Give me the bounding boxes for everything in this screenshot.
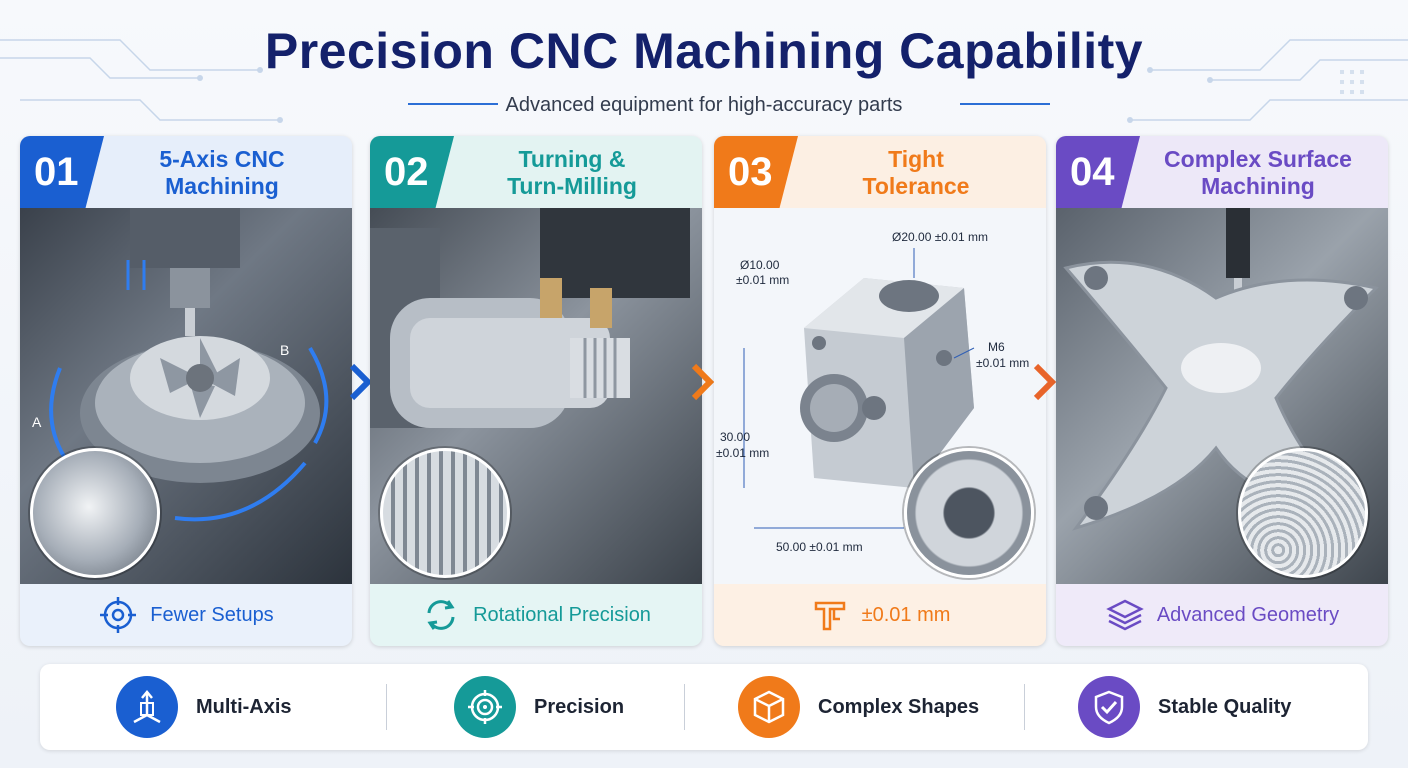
lathe-illustration [370,208,690,428]
feature-label: Stable Quality [1158,695,1292,718]
card-footer: Fewer Setups [20,584,352,646]
dimension-h30-tolerance: ±0.01 mm [716,446,770,460]
feature-stable-quality: Stable Quality [1078,664,1291,750]
detail-magnifier [380,448,510,578]
card-title: Turning & Turn-Milling [452,146,692,200]
card-title-line2: Machining [165,173,279,199]
machining-photo: A B [20,208,352,584]
card-title: Tight Tolerance [796,146,1036,200]
card-title-line2: Machining [1201,173,1315,199]
chevron-right-icon [1033,363,1057,401]
card-footer: ±0.01 mm [714,584,1046,646]
5-axis-machine-illustration: A B [32,208,329,522]
card-title: 5-Axis CNC Machining [102,146,342,200]
card-header: 04 Complex Surface Machining [1056,136,1388,208]
card-title-line1: Complex Surface [1164,146,1352,172]
feature-divider [1024,684,1025,730]
card-title-line2: Turn-Milling [507,173,637,199]
feature-multi-axis: Multi-Axis [116,664,292,750]
dimension-d20: Ø20.00 ±0.01 mm [892,230,988,244]
feature-divider [684,684,685,730]
card-footer-label: ±0.01 mm [861,603,951,626]
axis-label-b: B [280,342,289,358]
turning-photo [370,208,702,584]
axis-label-a: A [32,414,42,430]
target-icon [100,597,137,633]
card-footer-label: Rotational Precision [473,603,651,626]
card-footer: Advanced Geometry [1056,584,1388,646]
card-footer-label: Advanced Geometry [1156,603,1340,626]
page-title: Precision CNC Machining Capability [264,23,1144,79]
card-title: Complex Surface Machining [1138,146,1378,200]
feature-precision: Precision [454,664,624,750]
crosshair-icon [454,676,516,738]
block-part-illustration [743,248,975,529]
card-complex-surface: 04 Complex Surface Machining [1056,136,1388,646]
detail-magnifier [30,448,160,578]
dimension-h30-value: 30.00 [720,430,751,444]
dimension-w50: 50.00 ±0.01 mm [776,540,863,554]
subtitle-line-right [960,103,1050,105]
page-subtitle: Advanced equipment for high-accuracy par… [505,94,903,116]
surface-photo [1056,208,1388,584]
card-title-line1: 5-Axis CNC [159,146,285,172]
card-title-line2: Tolerance [862,173,970,199]
detail-magnifier [904,448,1034,578]
card-turning: 02 Turning & Turn-Milling [370,136,702,646]
card-number: 04 [1056,136,1140,208]
axes-icon [116,676,178,738]
detail-magnifier [1238,448,1368,578]
chevron-right-icon [349,363,373,401]
shield-check-icon [1078,676,1140,738]
feature-label: Precision [534,695,625,718]
dimension-d10-value: Ø10.00 [740,258,780,272]
caliper-icon [814,601,845,631]
layers-icon [1106,599,1144,631]
dimension-m6-value: M6 [988,340,1005,354]
subtitle-line-left [408,103,498,105]
feature-complex-shapes: Complex Shapes [738,664,979,750]
feature-label: Multi-Axis [196,695,292,718]
card-footer: Rotational Precision [370,584,702,646]
card-title-line1: Turning & [518,146,626,172]
card-number: 01 [20,136,104,208]
card-header: 01 5-Axis CNC Machining [20,136,352,208]
feature-label: Complex Shapes [818,695,980,718]
card-tolerance: 03 Tight Tolerance Ø20.00 ±0.0 [714,136,1046,646]
rotate-icon [427,600,455,630]
feature-bar: Multi-Axis Precision Complex [40,664,1368,750]
card-5-axis: 01 5-Axis CNC Machining [20,136,352,646]
feature-divider [386,684,387,730]
card-header: 03 Tight Tolerance [714,136,1046,208]
card-number: 03 [714,136,798,208]
part-drawing: Ø20.00 ±0.01 mm Ø10.00 ±0.01 mm M6 ±0.01… [714,208,1046,584]
card-header: 02 Turning & Turn-Milling [370,136,702,208]
cube-icon [738,676,800,738]
card-title-line1: Tight [888,146,944,172]
dimension-m6-tolerance: ±0.01 mm [976,356,1030,370]
chevron-right-icon [691,363,715,401]
card-number: 02 [370,136,454,208]
dimension-d10-tolerance: ±0.01 mm [736,273,790,287]
card-footer-label: Fewer Setups [150,603,274,626]
